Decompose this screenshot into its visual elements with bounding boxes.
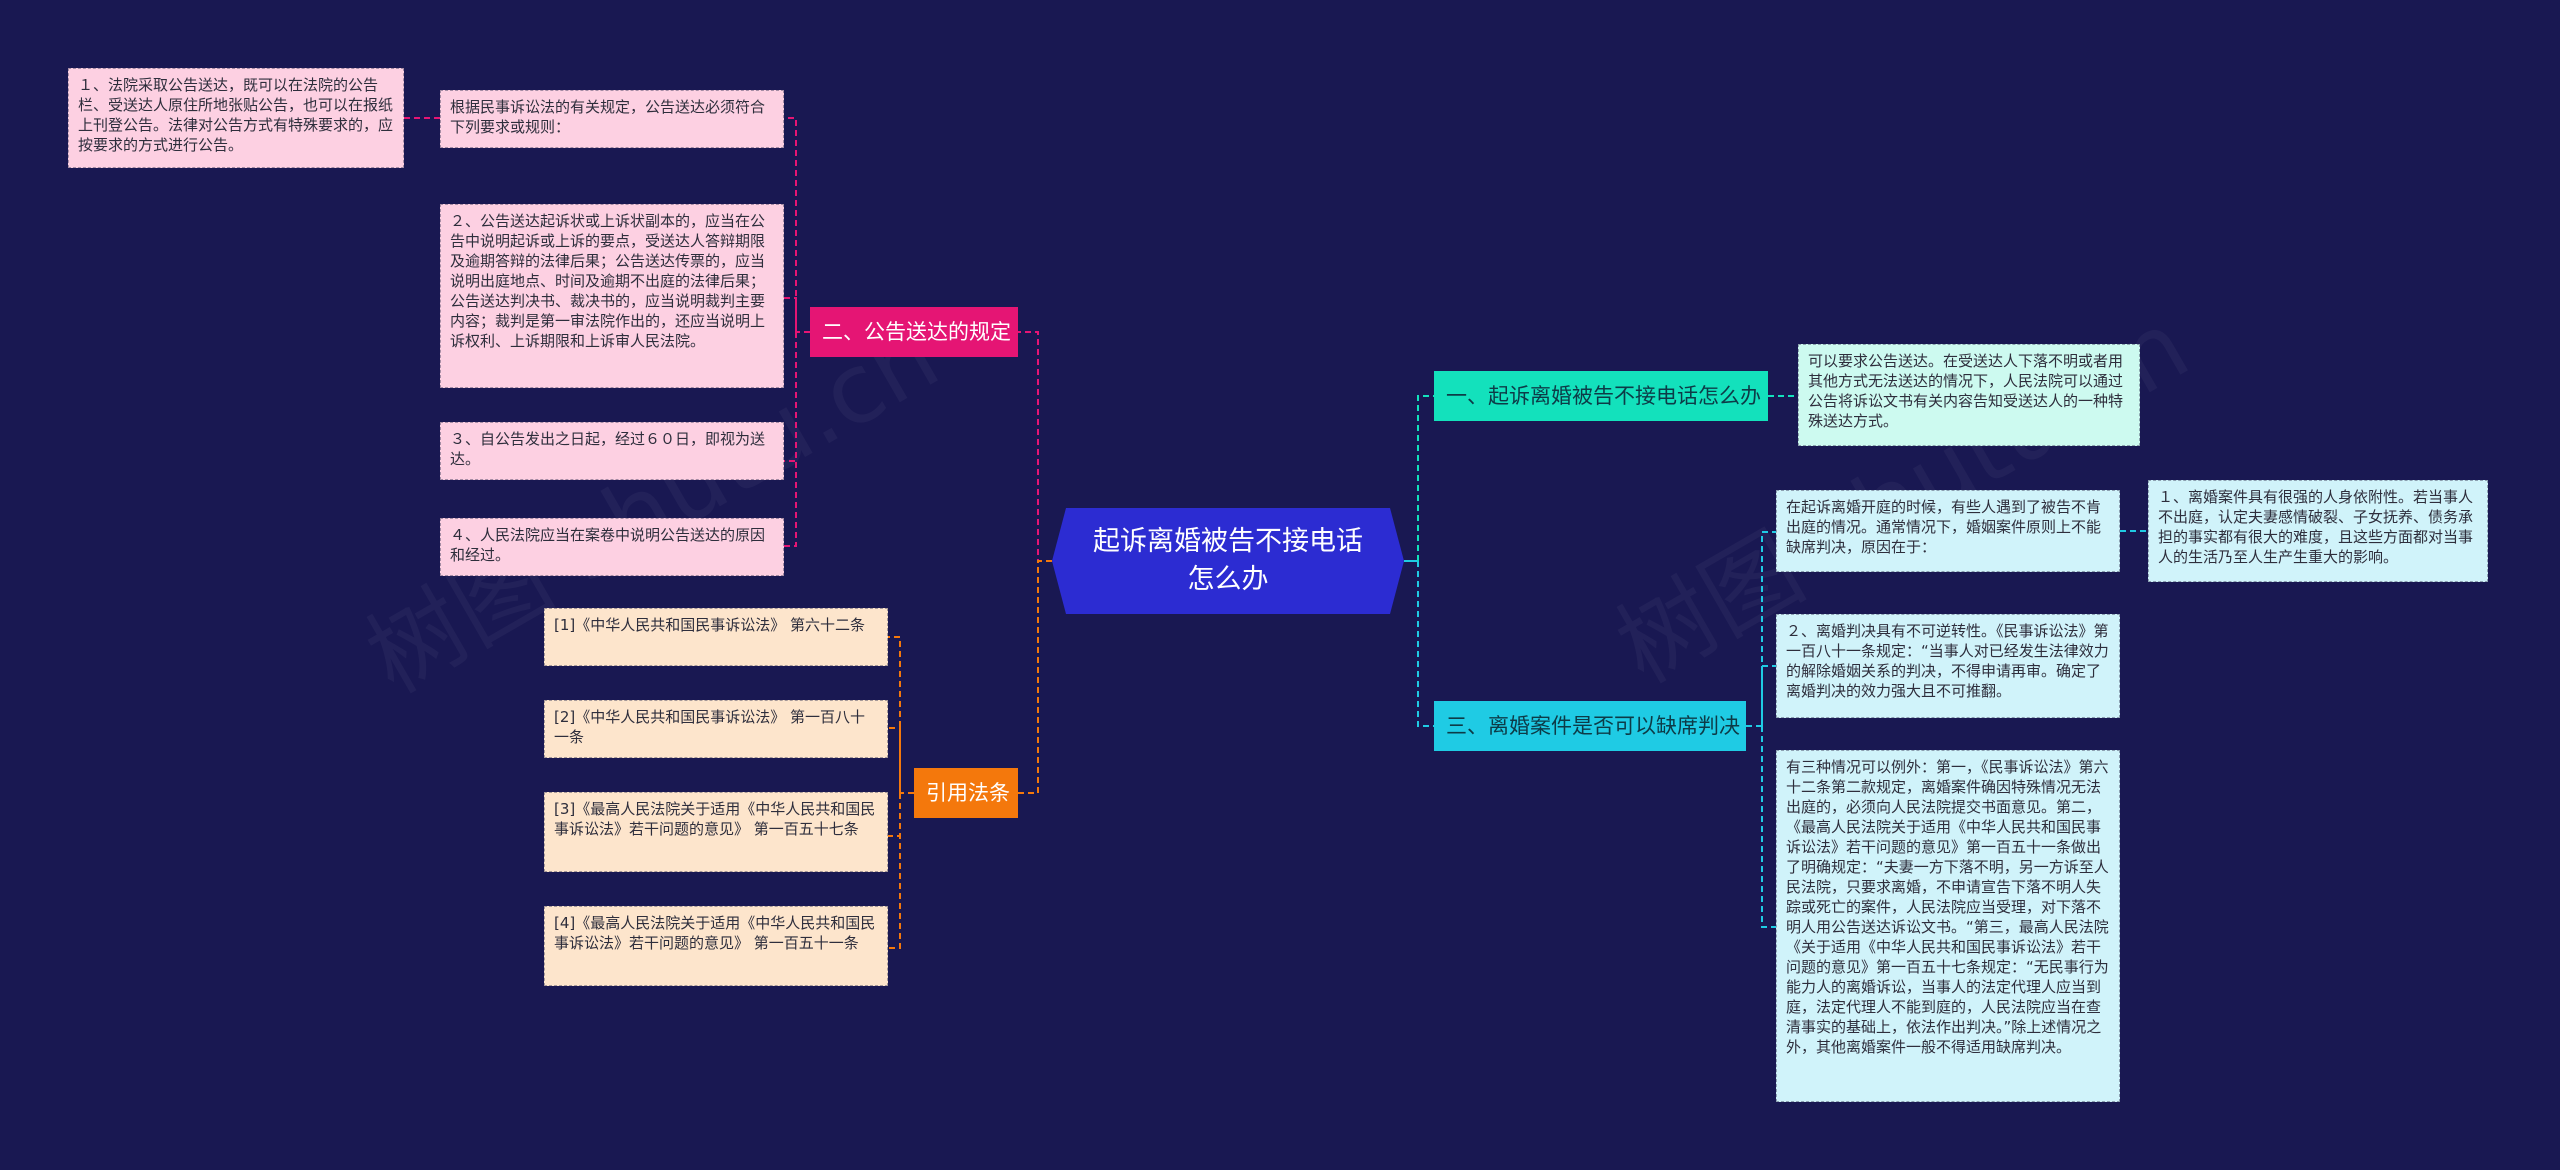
leaf-default-judgment-exceptions[interactable]: 有三种情况可以例外：第一，《民事诉讼法》第六十二条第二款规定，离婚案件确因特殊情… bbox=[1776, 750, 2120, 1102]
link-b2-leaves bbox=[888, 636, 914, 949]
leaf-default-judgment-reason-2[interactable]: ２、离婚判决具有不可逆转性。《民事诉讼法》第一百八十一条规定：“当事人对已经发生… bbox=[1776, 614, 2120, 718]
root-node[interactable]: 起诉离婚被告不接电话怎么办 bbox=[1052, 508, 1404, 614]
leaf-default-judgment-reason-1[interactable]: １、离婚案件具有很强的人身依附性。若当事人不出庭，认定夫妻感情破裂、子女抚养、债… bbox=[2148, 480, 2488, 582]
link-root-b1 bbox=[1018, 331, 1052, 562]
link-root-b4 bbox=[1417, 561, 1434, 727]
leaf-law-3[interactable]: [3]《最高人民法院关于适用《中华人民共和国民事诉讼法》若干问题的意见》 第一百… bbox=[544, 792, 888, 872]
link-root-b3 bbox=[1417, 395, 1434, 561]
leaf-law-4[interactable]: [4]《最高人民法院关于适用《中华人民共和国民事诉讼法》若干问题的意见》 第一百… bbox=[544, 906, 888, 986]
leaf-answer-one[interactable]: 可以要求公告送达。在受送达人下落不明或者用其他方式无法送达的情况下，人民法院可以… bbox=[1798, 344, 2140, 446]
branch-notice-rules[interactable]: 二、公告送达的规定 bbox=[810, 307, 1018, 357]
leaf-notice-rule-4[interactable]: ４、人民法院应当在案卷中说明公告送达的原因和经过。 bbox=[440, 518, 784, 576]
branch-question-three[interactable]: 三、离婚案件是否可以缺席判决 bbox=[1434, 701, 1746, 751]
branch-cited-laws[interactable]: 引用法条 bbox=[914, 768, 1018, 818]
leaf-default-judgment-intro[interactable]: 在起诉离婚开庭的时候，有些人遇到了被告不肯出庭的情况。通常情况下，婚姻案件原则上… bbox=[1776, 490, 2120, 572]
leaf-law-1[interactable]: [1]《中华人民共和国民事诉讼法》 第六十二条 bbox=[544, 608, 888, 666]
branch-question-one[interactable]: 一、起诉离婚被告不接电话怎么办 bbox=[1434, 371, 1768, 421]
leaf-notice-intro[interactable]: 根据民事诉讼法的有关规定，公告送达必须符合下列要求或规则： bbox=[440, 90, 784, 148]
leaf-notice-rule-2[interactable]: ２、公告送达起诉状或上诉状副本的，应当在公告中说明起诉或上诉的要点，受送达人答辩… bbox=[440, 204, 784, 388]
leaf-law-2[interactable]: [2]《中华人民共和国民事诉讼法》 第一百八十一条 bbox=[544, 700, 888, 758]
leaf-notice-rule-1[interactable]: １、法院采取公告送达，既可以在法院的公告栏、受送达人原住所地张贴公告，也可以在报… bbox=[68, 68, 404, 168]
link-root-b2 bbox=[1018, 560, 1052, 794]
leaf-notice-rule-3[interactable]: ３、自公告发出之日起，经过６０日，即视为送达。 bbox=[440, 422, 784, 480]
